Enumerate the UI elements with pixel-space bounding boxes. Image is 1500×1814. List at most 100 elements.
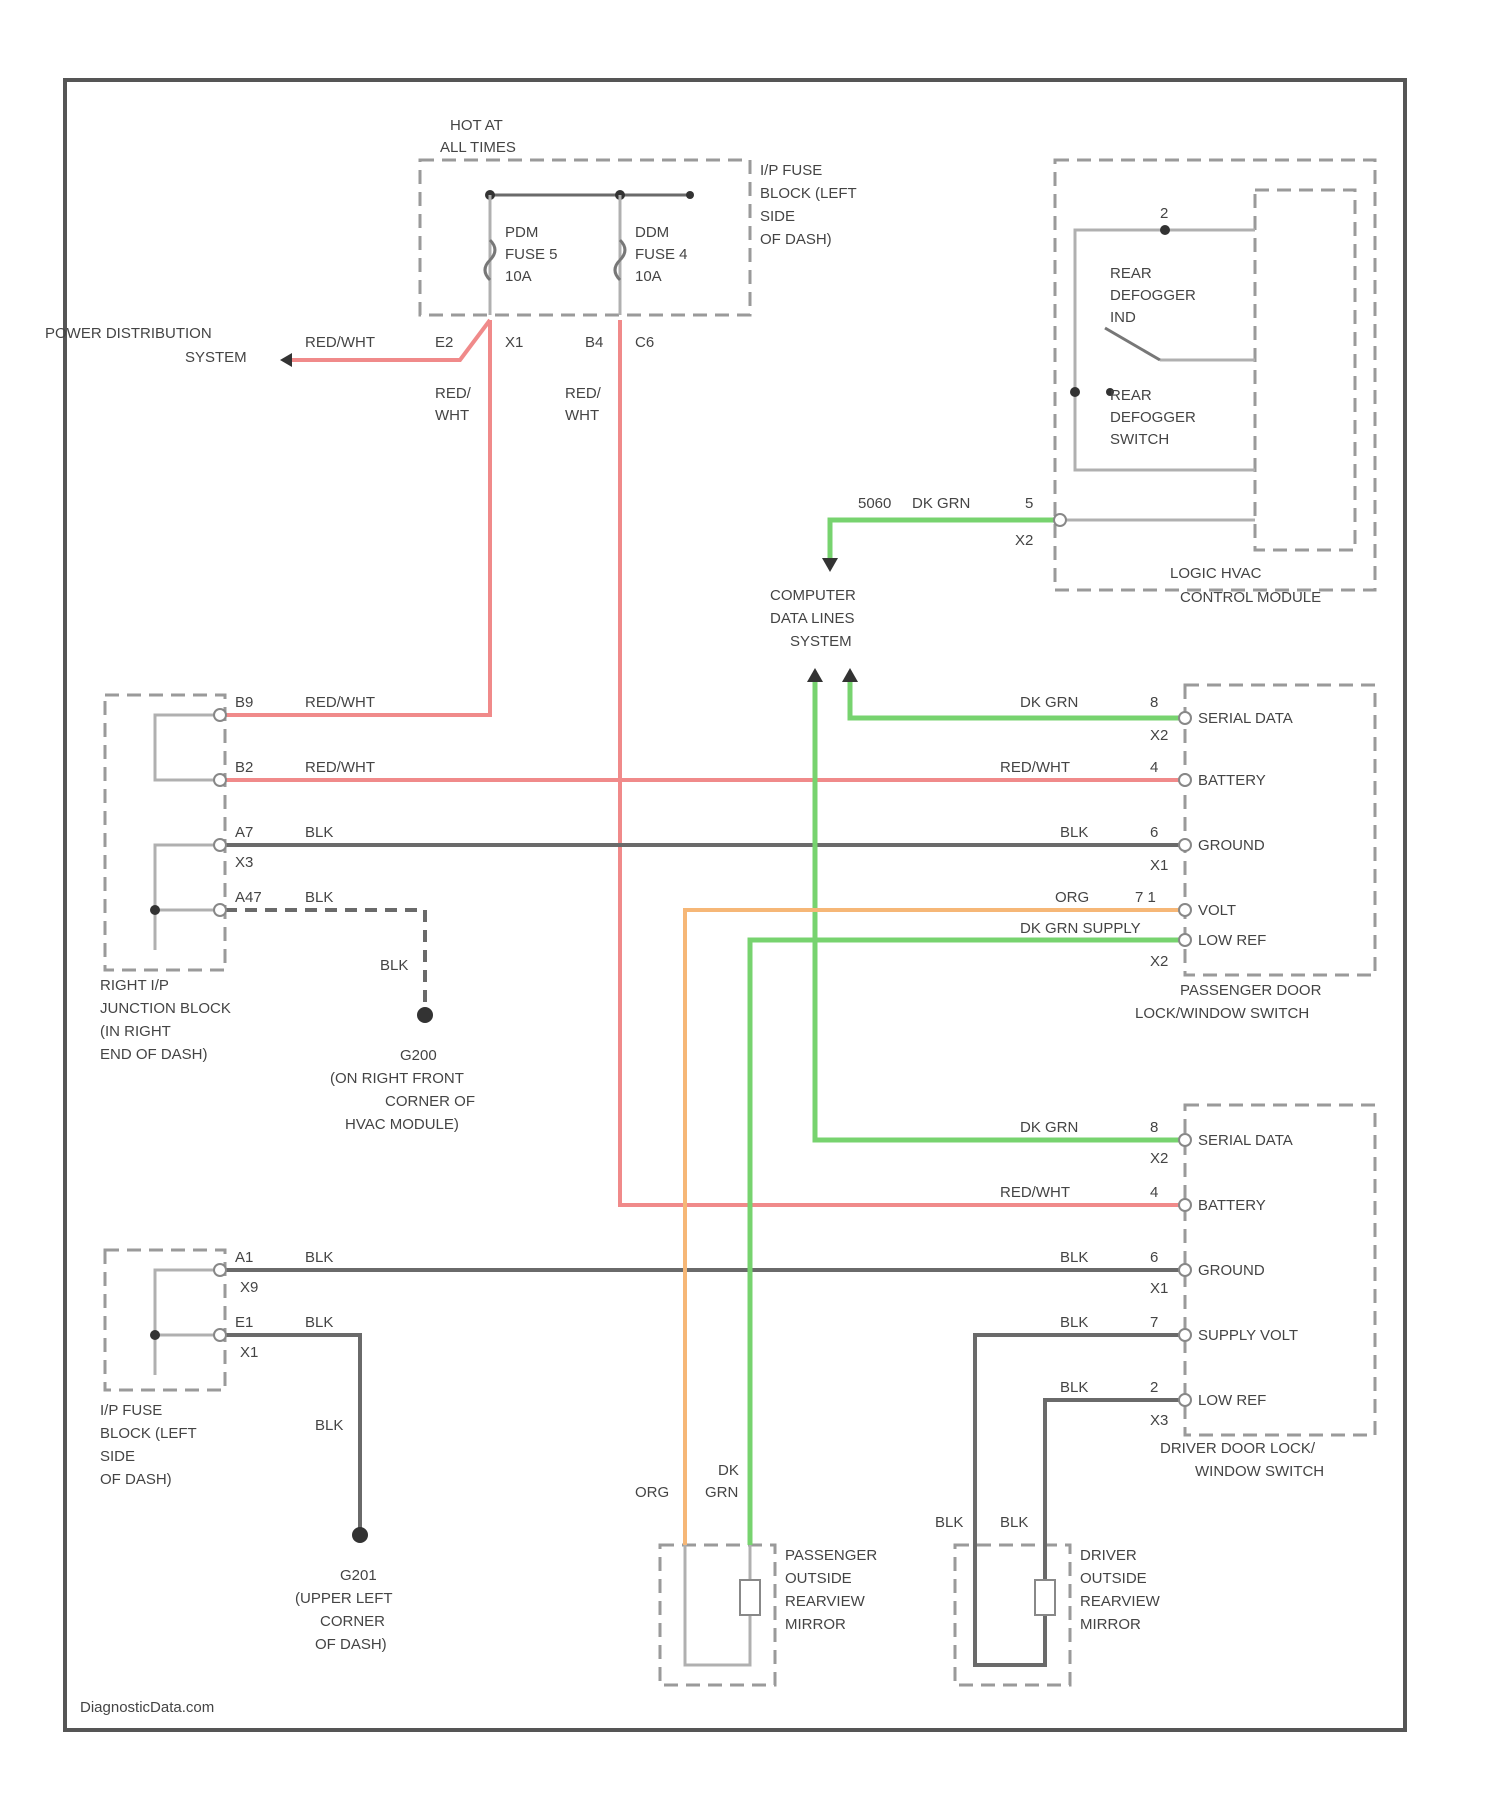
wire-label-junction-blk-2: BLK <box>305 889 333 906</box>
ipfuse-x9-label: X9 <box>240 1279 258 1296</box>
hot-at-all-times-label-2: ALL TIMES <box>440 139 516 156</box>
driver-pin-serial <box>1179 1134 1191 1146</box>
driver-data-arrow-icon <box>807 668 823 682</box>
g200-label-2: (ON RIGHT FRONT <box>330 1070 464 1087</box>
junction-pin-a47 <box>214 904 226 916</box>
drv-pin-battery-label: BATTERY <box>1198 1197 1266 1214</box>
right-junction-label-2: JUNCTION BLOCK <box>100 1000 231 1017</box>
rear-defogger-ind-label-1: REAR <box>1110 265 1152 282</box>
fuse-right-label-1: DDM <box>635 224 669 241</box>
ipfuse-bottom-internal <box>155 1270 215 1375</box>
pass-x2-label-2: X2 <box>1150 953 1168 970</box>
g201-label-4: OF DASH) <box>315 1636 387 1653</box>
drv-pin-4-label: 4 <box>1150 1184 1158 1201</box>
drv-pin-8-label: 8 <box>1150 1119 1158 1136</box>
fuse-left-label-2: FUSE 5 <box>505 246 558 263</box>
wire-grn-passenger-data <box>850 680 1185 718</box>
pass-pin-8-label: 8 <box>1150 694 1158 711</box>
computer-data-label-2: DATA LINES <box>770 610 854 627</box>
pass-pin-4-label: 4 <box>1150 759 1158 776</box>
hvac-conn-x2-label: X2 <box>1015 532 1033 549</box>
wire-label-junction-red-2: RED/WHT <box>305 759 375 776</box>
junction-node <box>150 905 160 915</box>
computer-data-label-3: SYSTEM <box>790 633 852 650</box>
ipfuse-bottom-label-1: I/P FUSE <box>100 1402 162 1419</box>
wire-org-passenger-volt <box>685 910 1185 1545</box>
passenger-pin-volt <box>1179 904 1191 916</box>
drv-pin-6-label: 6 <box>1150 1249 1158 1266</box>
wire-label-g200-blk: BLK <box>380 957 408 974</box>
pass-pin-6-label: 6 <box>1150 824 1158 841</box>
wire-label-pass-supply-overlap: DK GRN SUPPLY <box>1020 920 1141 937</box>
g201-label-3: CORNER <box>320 1613 385 1630</box>
rear-defogger-switch-label-3: SWITCH <box>1110 431 1169 448</box>
wire-label-5060: 5060 <box>858 495 891 512</box>
wire-label-drv-supply: BLK <box>1060 1314 1088 1331</box>
drv-x3-label: X3 <box>1150 1412 1168 1429</box>
fuse-left-label-1: PDM <box>505 224 538 241</box>
wire-label-red-left-2: WHT <box>435 407 469 424</box>
drv-x1-label: X1 <box>1150 1280 1168 1297</box>
wire-label-ipfuse-blk-2: BLK <box>305 1314 333 1331</box>
ipfuse-bottom-node <box>150 1330 160 1340</box>
driver-switch-label-1: DRIVER DOOR LOCK/ <box>1160 1440 1316 1457</box>
fuse-right-label-3: 10A <box>635 268 662 285</box>
rear-defogger-switch-label-2: DEFOGGER <box>1110 409 1196 426</box>
driver-pin-supply <box>1179 1329 1191 1341</box>
passenger-mirror-label-2: OUTSIDE <box>785 1570 852 1587</box>
junction-pin-b2 <box>214 774 226 786</box>
wire-label-pass-serial-grn: DK GRN <box>1020 694 1078 711</box>
power-distribution-label-1: POWER DISTRIBUTION <box>45 325 212 342</box>
fuse-bus-node-end <box>686 191 694 199</box>
wire-label-pass-battery: RED/WHT <box>1000 759 1070 776</box>
driver-switch-label-2: WINDOW SWITCH <box>1195 1463 1324 1480</box>
wire-label-mirror-org: ORG <box>635 1484 669 1501</box>
hvac-switch-node-a <box>1070 387 1080 397</box>
right-junction-label-3: (IN RIGHT <box>100 1023 171 1040</box>
wire-label-junction-red-1: RED/WHT <box>305 694 375 711</box>
junction-pin-b2-label: B2 <box>235 759 253 776</box>
ipfuse-x1-label: X1 <box>240 1344 258 1361</box>
pass-x2-label-1: X2 <box>1150 727 1168 744</box>
wire-label-red-left-1: RED/ <box>435 385 472 402</box>
wire-label-pass-ground: BLK <box>1060 824 1088 841</box>
driver-mirror-label-1: DRIVER <box>1080 1547 1137 1564</box>
driver-mirror-label-2: OUTSIDE <box>1080 1570 1147 1587</box>
hot-at-all-times-label-1: HOT AT <box>450 117 503 134</box>
wire-label-mirror-grn: GRN <box>705 1484 738 1501</box>
rear-defogger-switch-icon <box>1105 328 1160 360</box>
rear-defogger-switch-label-1: REAR <box>1110 387 1152 404</box>
junction-internal-bridge-top <box>155 715 215 780</box>
junction-pin-a7 <box>214 839 226 851</box>
hvac-pin-top-label: 2 <box>1160 205 1168 222</box>
wire-red-fuse5-to-junction <box>225 320 490 715</box>
drv-pin-supply-label: SUPPLY VOLT <box>1198 1327 1298 1344</box>
right-junction-box <box>105 695 225 970</box>
hvac-pin-5 <box>1054 514 1066 526</box>
connector-label-b4: B4 <box>585 334 603 351</box>
wire-label-mirror-dk: DK <box>718 1462 739 1479</box>
ipfuse-pin-a1 <box>214 1264 226 1276</box>
passenger-pin-lowref <box>1179 934 1191 946</box>
drv-pin-ground-label: GROUND <box>1198 1262 1265 1279</box>
wire-label-drv-ground: BLK <box>1060 1249 1088 1266</box>
power-distribution-arrow-icon <box>280 353 292 367</box>
wire-label-hvac-dkgrn: DK GRN <box>912 495 970 512</box>
ip-fuse-top-label-2: BLOCK (LEFT <box>760 185 857 202</box>
footer-watermark: DiagnosticData.com <box>80 1699 214 1716</box>
ipfuse-pin-a1-label: A1 <box>235 1249 253 1266</box>
fuse-left-label-3: 10A <box>505 268 532 285</box>
junction-x3-label: X3 <box>235 854 253 871</box>
ipfuse-pin-e1-label: E1 <box>235 1314 253 1331</box>
ipfuse-bottom-label-2: BLOCK (LEFT <box>100 1425 197 1442</box>
driver-mirror-label-3: REARVIEW <box>1080 1593 1161 1610</box>
wire-label-red-wht-pd: RED/WHT <box>305 334 375 351</box>
ip-fuse-top-label-1: I/P FUSE <box>760 162 822 179</box>
g200-label-4: HVAC MODULE) <box>345 1116 459 1133</box>
junction-pin-b9-label: B9 <box>235 694 253 711</box>
hvac-top-node <box>1160 225 1170 235</box>
driver-pin-battery <box>1179 1199 1191 1211</box>
ipfuse-bottom-label-4: OF DASH) <box>100 1471 172 1488</box>
pass-pin-ground-label: GROUND <box>1198 837 1265 854</box>
drv-pin-lowref-label: LOW REF <box>1198 1392 1266 1409</box>
